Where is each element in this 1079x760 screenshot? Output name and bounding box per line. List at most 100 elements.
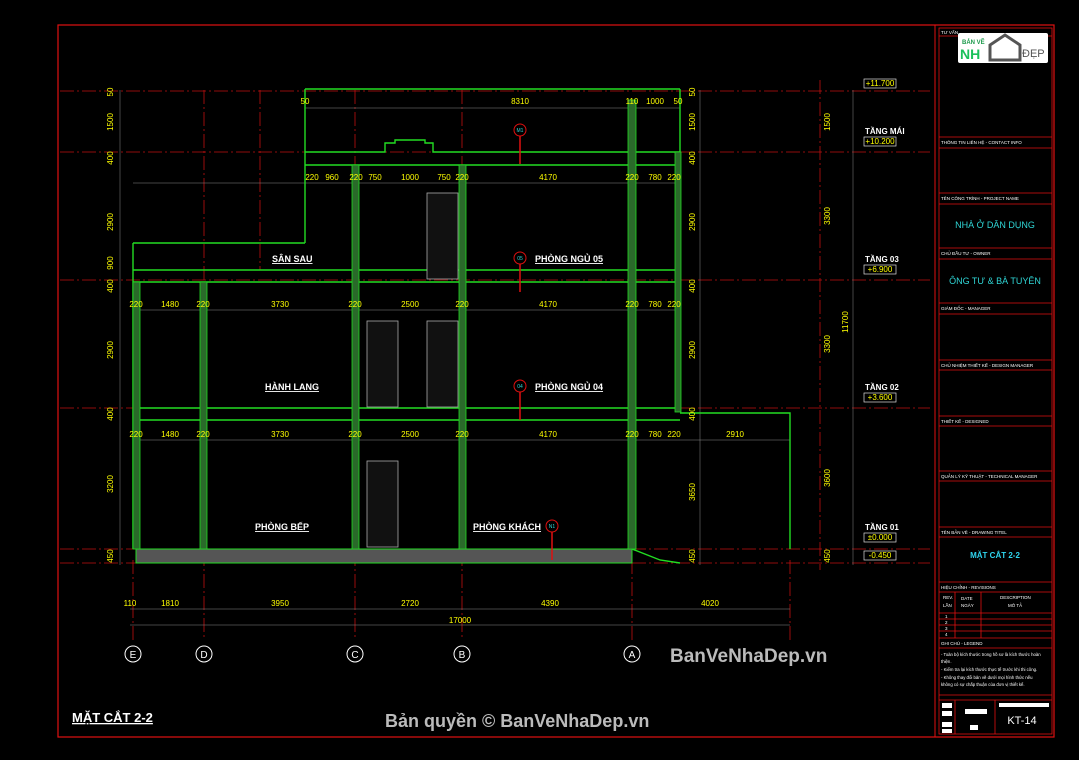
- dimension-label: 1810: [161, 599, 179, 608]
- elevation-value: ±0.000: [868, 533, 893, 542]
- legend-note: thiện.: [941, 659, 952, 664]
- consultant-label: TƯ VẤN: [941, 29, 958, 35]
- dimension-label: 220: [625, 300, 639, 309]
- level-name: TẦNG 03: [865, 254, 899, 264]
- rev-row: 1: [945, 614, 948, 619]
- legend-label: GHI CHÚ - LEGEND: [941, 640, 983, 646]
- dimension-total-label: 11700: [841, 311, 850, 333]
- elevation-value: +3.600: [868, 393, 893, 402]
- door: [366, 460, 399, 548]
- dimension-label: 450: [823, 549, 832, 563]
- dimension-label: 2500: [401, 430, 419, 439]
- dimension-label: 2900: [688, 341, 697, 359]
- dimension-total-label: 17000: [449, 616, 472, 625]
- dimension-label: 220: [455, 300, 469, 309]
- room-marker-label: N1: [549, 524, 556, 530]
- grid-axis-bubble: [195, 645, 213, 663]
- elevation-value: -0.450: [869, 551, 892, 560]
- dimension-label: 1500: [688, 113, 697, 131]
- dimension-label: 1480: [161, 430, 179, 439]
- rev-header: REV.: [943, 595, 953, 600]
- owner-name: ÔNG TƯ & BÀ TUYÊN: [949, 276, 1041, 286]
- elevation-box: [863, 136, 897, 147]
- watermark-copyright: Bản quyền © BanVeNhaDep.vn: [385, 711, 649, 731]
- dimension-label: 220: [349, 173, 363, 182]
- dimension-label: 780: [648, 173, 662, 182]
- dimension-label: 400: [688, 279, 697, 293]
- room-marker: [513, 251, 527, 265]
- dimension-label: 50: [301, 97, 310, 106]
- elevation-box: [863, 392, 897, 403]
- grid-axis-bubble: [453, 645, 471, 663]
- room-marker-label: 05: [517, 256, 523, 262]
- contact-label: THÔNG TIN LIÊN HỆ - CONTACT INFO: [941, 138, 1022, 145]
- rev-row: 3: [945, 626, 948, 631]
- dimension-label: 4020: [701, 599, 719, 608]
- dimension-label: 400: [106, 279, 115, 293]
- title-block-drawing-title: MẶT CẮT 2-2: [970, 551, 1020, 560]
- dimension-label: 1500: [106, 113, 115, 131]
- dimension-label: 220: [305, 173, 319, 182]
- grid-axis-label: A: [629, 650, 636, 661]
- designed-label: THIẾT KẾ - DESIGNED: [941, 418, 989, 424]
- dimension-label: 400: [106, 151, 115, 165]
- dimension-label: 220: [625, 430, 639, 439]
- sheet-number: KT-14: [1007, 715, 1036, 727]
- room-marker-label: M1: [517, 128, 524, 134]
- description-header: DESCRIPTION: [1000, 595, 1031, 600]
- doors: [366, 192, 459, 548]
- dimension-label: 220: [625, 173, 639, 182]
- svg-text:ĐẸP: ĐẸP: [1022, 48, 1045, 60]
- legend-note: - Không thay đổi bản vẽ dưới mọi hình th…: [941, 675, 1033, 680]
- dimension-label: 220: [348, 300, 362, 309]
- grid-axis-label: D: [200, 650, 207, 661]
- dimension-label: 4170: [539, 430, 557, 439]
- elevation-value: +10.200: [865, 137, 895, 146]
- elevation-value: +6.900: [868, 265, 893, 274]
- dimension-label: 220: [455, 173, 469, 182]
- drawing-frame: [57, 24, 1055, 738]
- room-label: PHÒNG NGỦ 04: [535, 381, 603, 392]
- dimension-label: 3300: [823, 335, 832, 353]
- dimension-label: 220: [667, 300, 681, 309]
- dimension-label: 50: [106, 87, 115, 96]
- door: [426, 320, 459, 408]
- legend-note: không có sự chấp thuận của đơn vị thiết …: [941, 682, 1025, 687]
- dimension-label: 780: [648, 430, 662, 439]
- watermark-site: BanVeNhaDep.vn: [670, 646, 827, 667]
- project-name: NHÀ Ở DÂN DỤNG: [955, 219, 1035, 230]
- dimension-label: 1000: [646, 97, 664, 106]
- dimension-label: 3730: [271, 300, 289, 309]
- dimension-label: 50: [674, 97, 683, 106]
- dimension-label: 960: [325, 173, 339, 182]
- room-marker: [513, 123, 527, 137]
- dimension-label: 1500: [823, 113, 832, 131]
- dimension-label: 400: [106, 407, 115, 421]
- technical-manager-label: QUẢN LÝ KỸ THUẬT - TECHNICAL MANAGER: [941, 473, 1038, 479]
- dimension-label: 2720: [401, 599, 419, 608]
- dimension-label: 4170: [539, 173, 557, 182]
- dimension-label: 2910: [726, 430, 744, 439]
- dimension-label: 3730: [271, 430, 289, 439]
- room-label: SÂN SAU: [272, 253, 313, 264]
- legend-note: - Kiểm tra lại kích thước thực tế trước …: [941, 667, 1037, 672]
- grid-axis-label: B: [459, 650, 466, 661]
- dimension-label: 50: [688, 87, 697, 96]
- drawing-title-label: TÊN BẢN VẼ - DRAWING TITEL: [941, 528, 1007, 535]
- room-marker-label: 04: [517, 384, 523, 390]
- elevation-box: [863, 78, 897, 89]
- dimension-label: 4390: [541, 599, 559, 608]
- level-name: TẦNG 01: [865, 522, 899, 532]
- owner-label: CHỦ ĐẦU TƯ - OWNER: [941, 250, 991, 256]
- dimension-label: 750: [437, 173, 451, 182]
- dimension-label: 2500: [401, 300, 419, 309]
- dimension-label: 900: [106, 256, 115, 270]
- dimension-label: 1480: [161, 300, 179, 309]
- design-manager-label: CHỦ NHIỆM THIẾT KẾ - DESIGN MANAGER: [941, 361, 1034, 368]
- drawing-title: MẶT CẮT 2-2: [72, 710, 153, 725]
- dimension-label: 220: [196, 300, 210, 309]
- dimension-label: 220: [455, 430, 469, 439]
- dimension-label: 450: [106, 549, 115, 563]
- room-label: PHÒNG BẾP: [255, 521, 309, 532]
